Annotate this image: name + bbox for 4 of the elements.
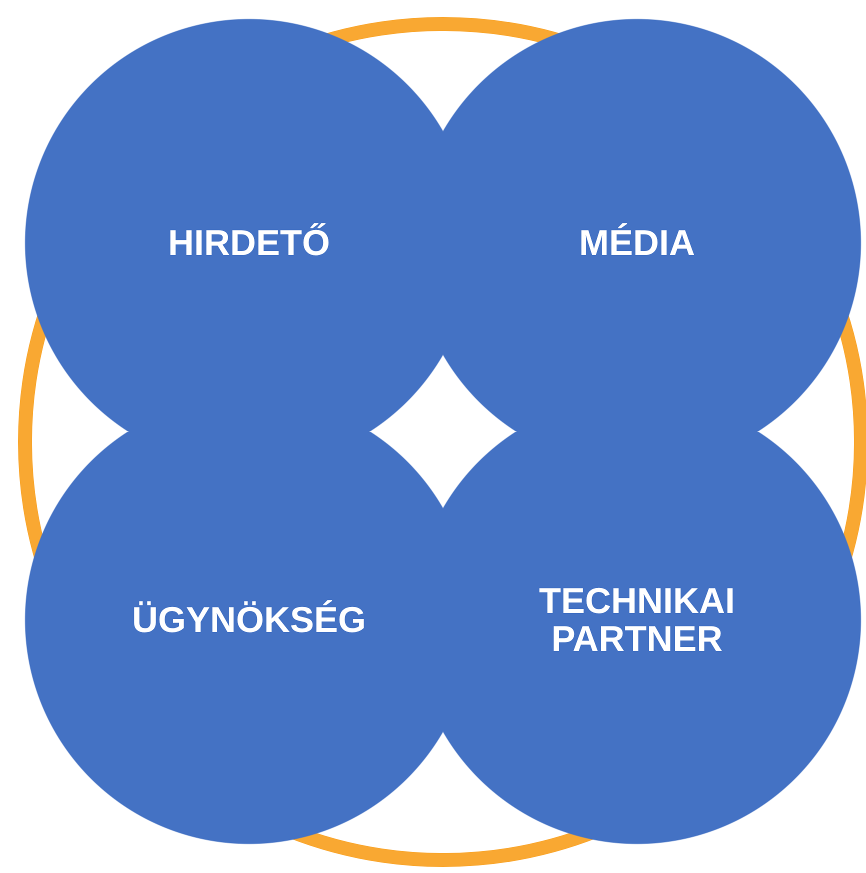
circle-label: HIRDETŐ	[167, 224, 331, 262]
circle-label: TECHNIKAI PARTNER	[538, 582, 736, 658]
circle-label: ÜGYNÖKSÉG	[130, 601, 368, 639]
circle-label: MÉDIA	[578, 224, 696, 262]
